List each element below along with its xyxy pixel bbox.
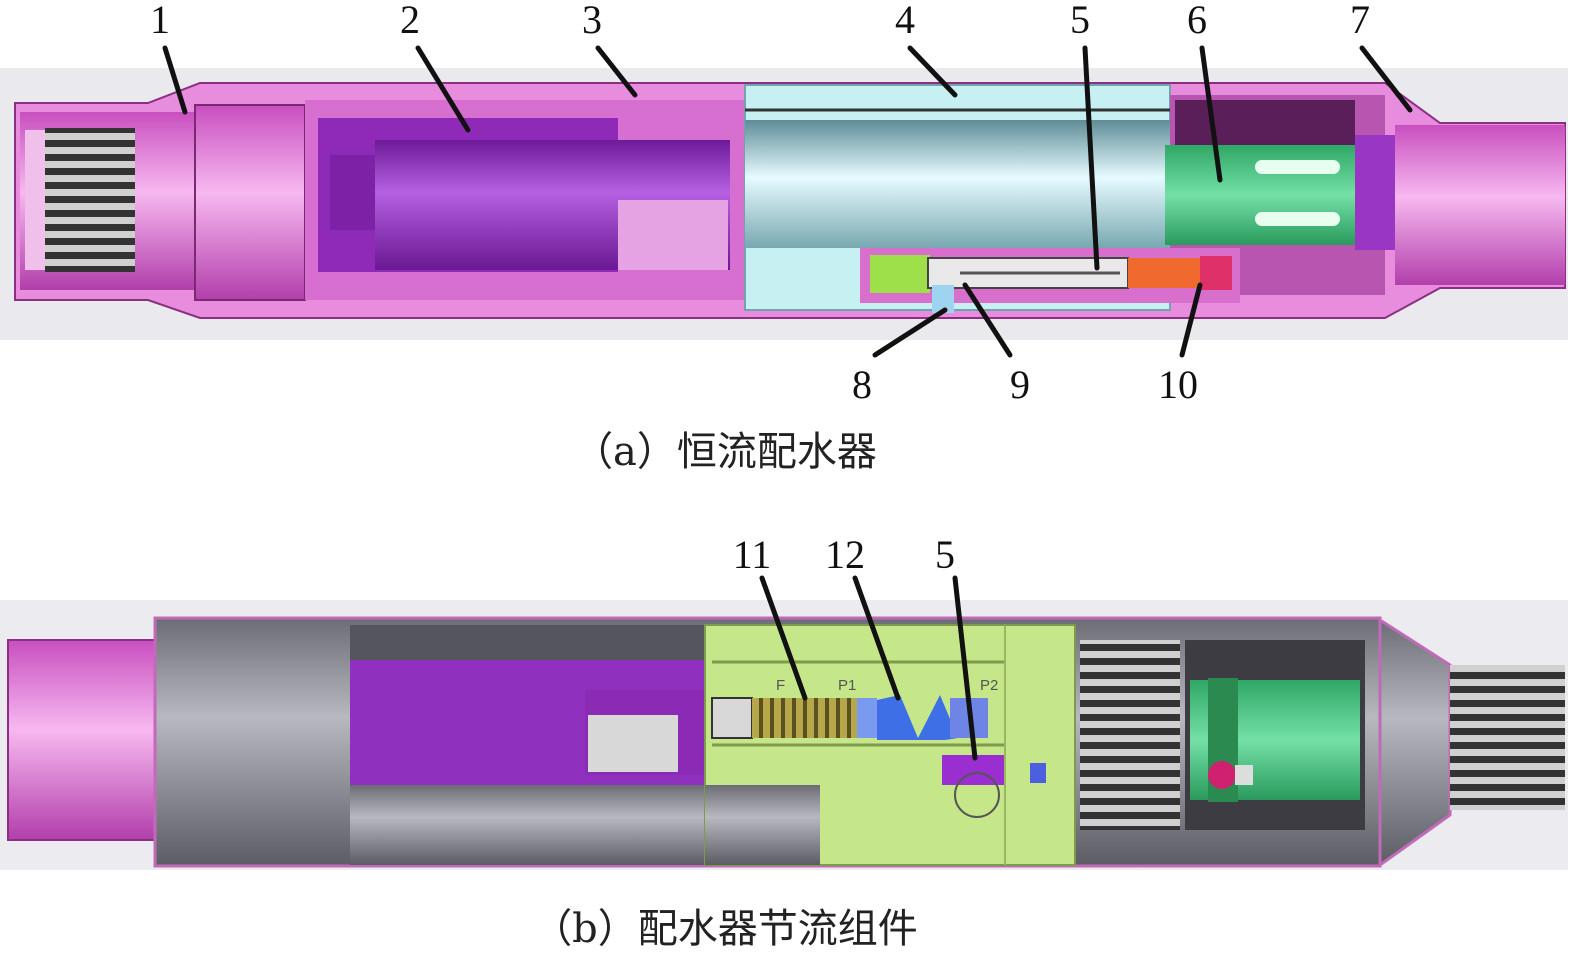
label-5: 5 xyxy=(1070,0,1090,42)
right-cavity xyxy=(1175,100,1355,145)
core-window xyxy=(618,200,728,270)
figure-a-constant-flow-water-distributor: 1 2 3 4 5 6 7 8 9 10 （a）恒流配水器 xyxy=(0,0,1568,475)
mark-p1: P1 xyxy=(838,677,856,694)
left-pipe xyxy=(7,639,159,841)
label-3: 3 xyxy=(582,0,602,42)
label-5b: 5 xyxy=(935,532,955,577)
orange-nozzle xyxy=(1128,258,1200,288)
cyan-bore xyxy=(745,120,1170,248)
label-10: 10 xyxy=(1158,362,1198,407)
green-plug xyxy=(870,255,930,293)
label-11: 11 xyxy=(733,532,772,577)
valve-core-12 xyxy=(877,695,958,740)
thread-section xyxy=(45,128,135,272)
plug xyxy=(711,697,753,739)
right-threads xyxy=(1450,665,1565,810)
ring xyxy=(1355,135,1400,250)
label-6: 6 xyxy=(1187,0,1207,42)
label-7: 7 xyxy=(1350,0,1370,42)
slot xyxy=(1255,160,1340,174)
thread-lip xyxy=(25,130,45,270)
core-end xyxy=(330,155,375,230)
mark-p2: P2 xyxy=(980,677,998,694)
inlet-port xyxy=(932,285,954,313)
label-1: 1 xyxy=(150,0,170,42)
spring-11 xyxy=(752,698,857,738)
label-4: 4 xyxy=(895,0,915,42)
gray-block xyxy=(588,715,678,772)
slot xyxy=(1255,212,1340,226)
label-8: 8 xyxy=(852,362,872,407)
label-2: 2 xyxy=(400,0,420,42)
mark-f: F xyxy=(776,677,785,694)
caption-b: （b）配水器节流组件 xyxy=(532,906,918,952)
red-seal xyxy=(1200,256,1232,290)
inner-sleeve xyxy=(194,104,306,301)
lower-connector xyxy=(1395,125,1565,285)
label-12: 12 xyxy=(825,532,865,577)
caption-a: （a）恒流配水器 xyxy=(573,429,877,475)
right-taper xyxy=(1378,617,1452,868)
fins xyxy=(1080,640,1180,830)
label-9: 9 xyxy=(1010,362,1030,407)
figure-b-throttle-assembly: F P1 P2 11 12 5 （b）配水器节流组件 xyxy=(0,532,1568,952)
